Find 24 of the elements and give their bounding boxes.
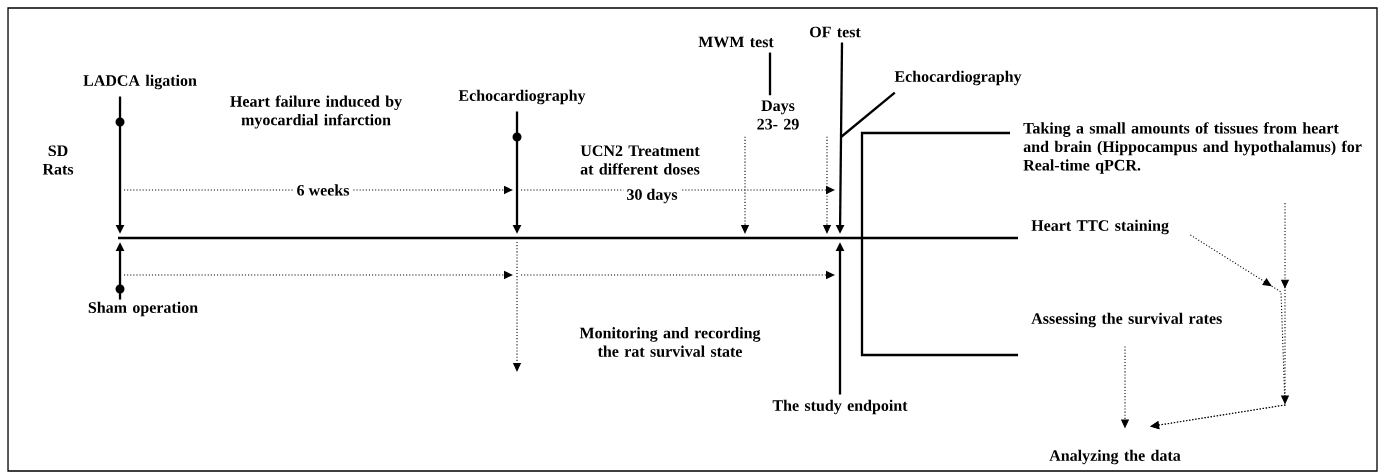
step-label: UCN2 Treatment at different doses: [580, 145, 700, 175]
duration-label: 30 days: [623, 185, 681, 207]
step-label: OF test: [810, 26, 861, 38]
step-label: Analyzing the data: [1049, 449, 1181, 465]
step-label: Heart TTC staining: [1031, 219, 1169, 235]
step-label: Sham operation: [88, 301, 198, 317]
step-label: Assessing the survival rates: [1031, 312, 1222, 328]
step-label: Heart failure induced by myocardial infarction: [230, 95, 402, 129]
bracket-line: [860, 131, 1010, 238]
dotted-arrow: [1150, 234, 1286, 430]
leader-line: [840, 91, 896, 138]
duration-label: 6 weeks: [293, 181, 353, 199]
step-label: The study endpoint: [772, 399, 908, 415]
step-label: MWM test: [698, 36, 774, 48]
step-label: Echocardiography: [458, 89, 586, 105]
step-label: Days 23- 29: [757, 100, 799, 130]
bracket-line: [862, 236, 1018, 240]
bracket-line: [860, 238, 1018, 357]
step-label: Echocardiography: [894, 70, 1022, 86]
tick-line: [768, 52, 772, 96]
step-label: SD Rats: [42, 145, 74, 175]
step-label: Monitoring and recording the rat survival state: [579, 327, 761, 357]
step-label: Taking a small amounts of tissues from heart and brain (Hippocampus and hypothalamus) for Real-time qPCR.: [1023, 122, 1362, 174]
step-label: LADCA ligation: [83, 74, 197, 90]
